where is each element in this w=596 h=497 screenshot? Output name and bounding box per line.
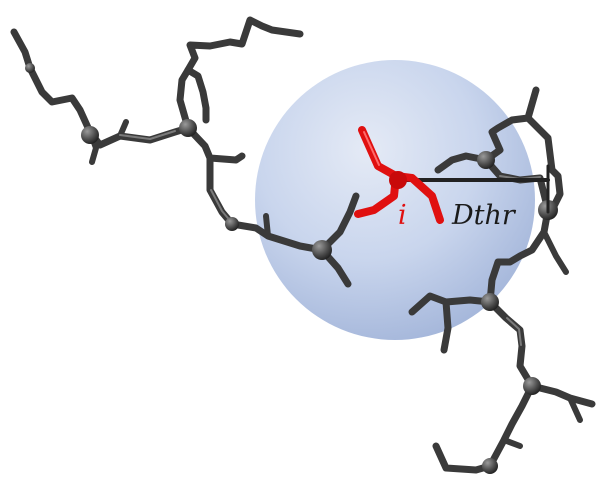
atom (225, 217, 239, 231)
right-backbone-chain (408, 86, 596, 474)
atom (481, 293, 499, 311)
atom (25, 63, 35, 73)
central-atom (389, 171, 407, 189)
residue-label: i (398, 200, 407, 231)
left-backbone-chain (10, 16, 360, 288)
atom (477, 151, 495, 169)
central-residue (354, 126, 444, 224)
atom (312, 240, 332, 260)
atom (482, 458, 498, 474)
atom (81, 126, 99, 144)
distance-line (394, 164, 550, 214)
atom (179, 119, 197, 137)
distance-label: Dthr (451, 200, 517, 231)
atom (523, 377, 541, 395)
